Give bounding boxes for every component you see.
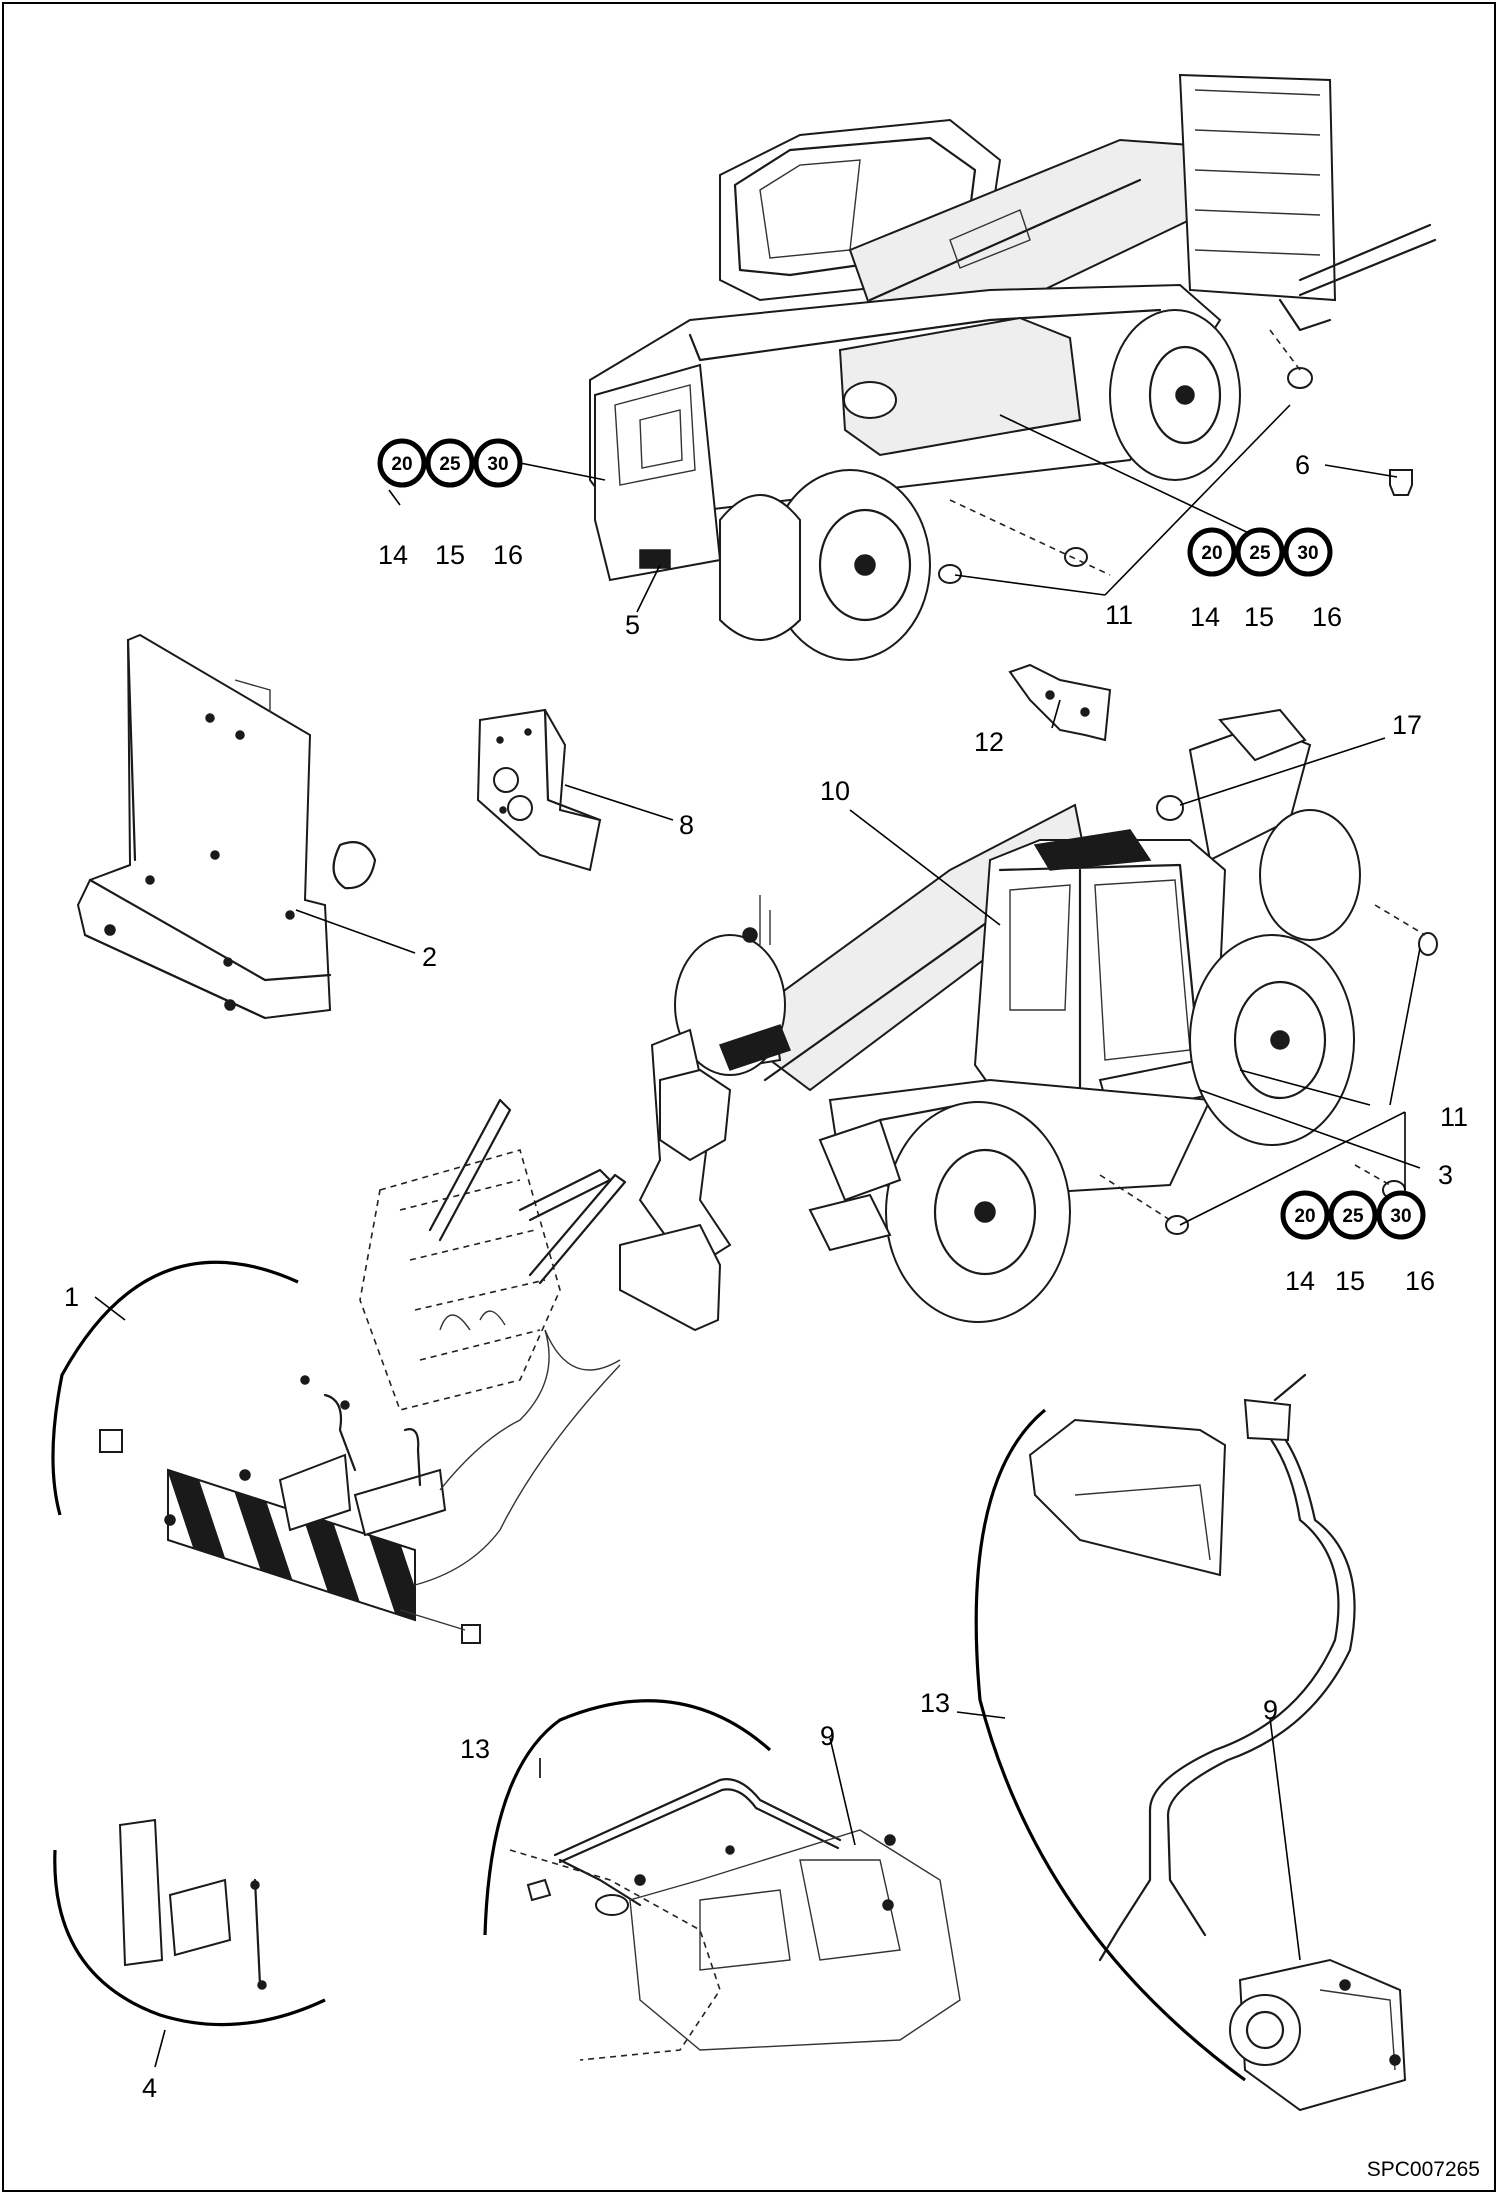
svg-text:30: 30 (1297, 543, 1318, 564)
callout-14-group3: 14 (1285, 1266, 1315, 1296)
callout-16-group2: 16 (1312, 602, 1342, 632)
callout-14-group1: 14 (378, 540, 408, 570)
speed-limit-badges-group-3: 20 25 30 (1280, 1190, 1426, 1240)
callout-16-group1: 16 (493, 540, 523, 570)
svg-text:20: 20 (1201, 543, 1222, 564)
callout-8: 8 (679, 810, 694, 840)
callout-2: 2 (422, 942, 437, 972)
speed-limit-25-sign-icon: 25 (1235, 527, 1285, 577)
speed-limit-20-sign-icon: 20 (1280, 1190, 1330, 1240)
leader-lines (94, 404, 1421, 2068)
callout-10: 10 (820, 776, 850, 806)
callout-9-right: 9 (1263, 1695, 1278, 1725)
callout-5: 5 (625, 610, 640, 640)
callout-labels: 1 2 3 4 5 6 8 9 9 10 11 11 12 13 13 14 1… (64, 450, 1468, 2103)
telehandler-rear-view-illustration (589, 73, 1437, 661)
callout-15-group2: 15 (1244, 602, 1274, 632)
mounting-plate-part-2 (76, 633, 377, 1020)
speed-limit-30-sign-icon: 30 (473, 438, 523, 488)
svg-text:30: 30 (487, 454, 508, 475)
svg-text:20: 20 (391, 454, 412, 475)
callout-15-group1: 15 (435, 540, 465, 570)
callout-13-left: 13 (460, 1734, 490, 1764)
speed-limit-25-sign-icon: 25 (1328, 1190, 1378, 1240)
callout-12: 12 (974, 727, 1004, 757)
svg-text:25: 25 (1342, 1206, 1364, 1227)
callout-3: 3 (1438, 1160, 1453, 1190)
callout-11-bottom: 11 (1440, 1102, 1468, 1132)
hydraulic-lines-right-part-13 (1028, 1373, 1407, 2112)
socket-bracket-part-8 (476, 708, 602, 872)
speed-limit-25-sign-icon: 25 (425, 438, 475, 488)
svg-text:25: 25 (1249, 543, 1271, 564)
document-id: SPC007265 (1367, 2158, 1480, 2181)
svg-text:25: 25 (439, 454, 461, 475)
speed-limit-badges-group-2: 20 25 30 (1187, 527, 1333, 577)
callout-16-group3: 16 (1405, 1266, 1435, 1296)
hydraulic-lines-left-part-13 (509, 1778, 961, 2061)
document-holder-part-4 (118, 1818, 267, 1990)
svg-text:20: 20 (1294, 1206, 1315, 1227)
callout-1: 1 (64, 1282, 79, 1312)
callout-17: 17 (1392, 710, 1422, 740)
speed-limit-30-sign-icon: 30 (1283, 527, 1333, 577)
callout-11-top: 11 (1105, 600, 1133, 630)
callout-13-right: 13 (920, 1688, 950, 1718)
detail-arc-part-4 (53, 1849, 326, 2027)
pallet-fork-carriage-outline (359, 1098, 627, 1411)
speed-limit-20-sign-icon: 20 (377, 438, 427, 506)
svg-text:30: 30 (1390, 1206, 1411, 1227)
speed-limit-30-sign-icon: 30 (1376, 1190, 1426, 1240)
fork-warning-bar-part-1 (99, 1329, 621, 1644)
detail-arc-part-13-right (974, 1408, 1246, 2082)
detail-arc-part-13-left (483, 1699, 772, 1936)
telehandler-front-view-illustration (619, 708, 1438, 1332)
callout-9-left: 9 (820, 1721, 835, 1751)
speed-limit-20-sign-icon: 20 (1187, 527, 1237, 577)
speed-limit-badges-group-1: 20 25 30 (377, 438, 523, 506)
callout-14-group2: 14 (1190, 602, 1220, 632)
callout-4: 4 (142, 2073, 157, 2103)
callout-6: 6 (1295, 450, 1310, 480)
callout-15-group3: 15 (1335, 1266, 1365, 1296)
detail-arc-part-1 (51, 1260, 299, 1516)
